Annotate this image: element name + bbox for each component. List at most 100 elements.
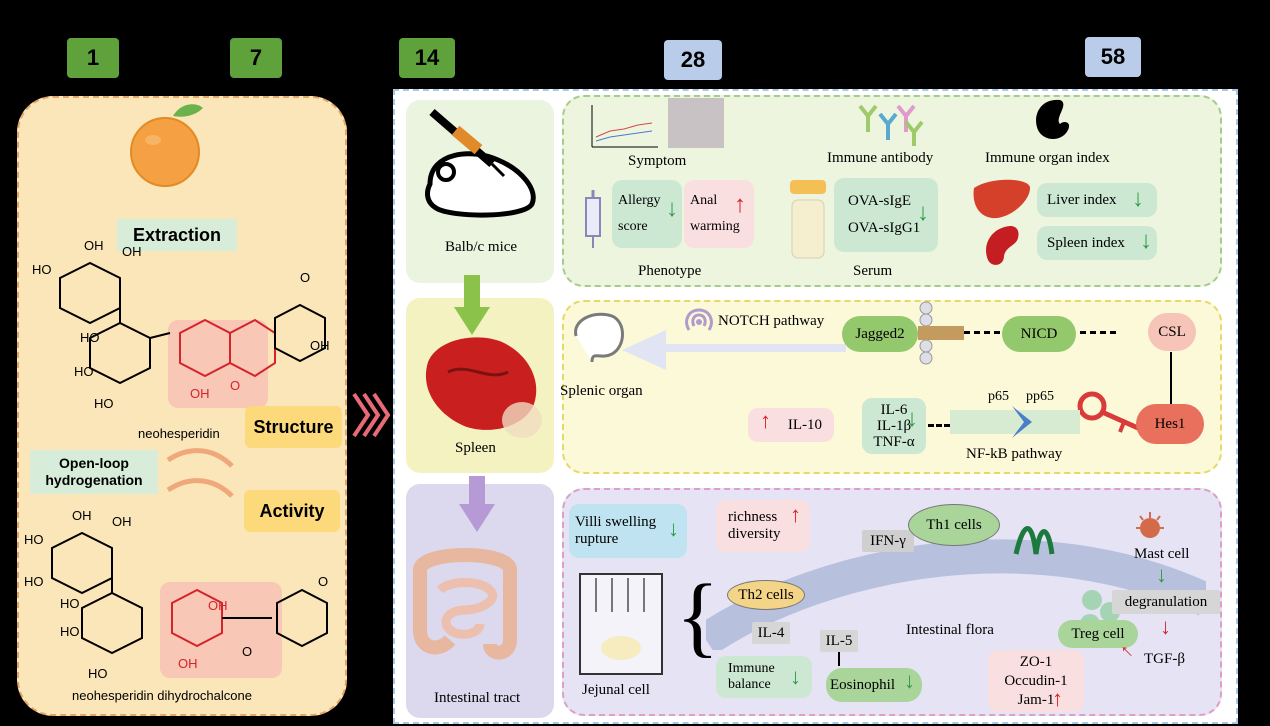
arrow-down-allergy: ↓ xyxy=(666,196,678,222)
rupture-label: rupture xyxy=(575,531,619,547)
svg-text:O: O xyxy=(242,644,252,659)
th2-cells-node: Th2 cells xyxy=(727,580,805,610)
th1-cells-node: Th1 cells xyxy=(908,504,1000,546)
svg-text:O: O xyxy=(300,270,310,285)
neohesperidin-dihydrochalcone-structure: HO OH OH HO HO HO HO OH OH O O xyxy=(24,508,328,681)
arrow-up-anal: ↑ xyxy=(734,192,746,218)
spleen-icon xyxy=(425,337,542,438)
svg-text:HO: HO xyxy=(80,330,100,345)
arrow-down-mast: ↓ xyxy=(1156,562,1167,587)
occludin-label: Occudin-1 xyxy=(1004,672,1068,689)
svg-text:OH: OH xyxy=(112,514,132,529)
antibody-icon xyxy=(858,104,924,146)
arrow-up-richness: ↑ xyxy=(790,502,801,527)
mouse-syringe-icon xyxy=(425,108,536,218)
p65-label: p65 xyxy=(988,389,1009,404)
balance-label: balance xyxy=(728,677,771,692)
symptom-label: Symptom xyxy=(628,153,687,169)
tight-junction-box: ZO-1 Occudin-1 Jam-1 xyxy=(988,650,1084,712)
structure-label: Structure xyxy=(245,406,342,448)
degranulation-label: degranulation xyxy=(1112,590,1220,614)
spleen-index-box: Spleen index xyxy=(1037,226,1157,260)
diversity-label: diversity xyxy=(728,526,781,542)
svg-text:O: O xyxy=(230,378,240,393)
svg-text:HO: HO xyxy=(74,364,94,379)
svg-text:HO: HO xyxy=(32,262,52,277)
il4-label: IL-4 xyxy=(752,622,790,644)
day-badge-7: 7 xyxy=(230,38,282,78)
anal-warming-box: Anal warming xyxy=(684,180,754,248)
curved-arrows-icon xyxy=(166,448,234,498)
signal-icon xyxy=(685,308,713,331)
phenotype-label: Phenotype xyxy=(638,263,702,279)
liver-icon xyxy=(973,179,1030,219)
day-badge-28: 28 xyxy=(664,40,722,80)
svg-text:HO: HO xyxy=(94,396,114,411)
warming-label: warming xyxy=(690,219,740,234)
villi-box: Villi swelling rupture xyxy=(569,504,687,558)
csl-node: CSL xyxy=(1148,313,1196,351)
serum-tube-icon xyxy=(790,180,826,259)
svg-text:OH: OH xyxy=(122,244,142,259)
anal-label: Anal xyxy=(690,193,718,208)
allergy-score-box: Allergy score xyxy=(612,180,682,248)
eosinophil-node: Eosinophil xyxy=(826,668,922,702)
arrow-down-liver: ↓ xyxy=(1132,186,1144,212)
ifng-label: IFN-γ xyxy=(862,530,914,552)
richness-box: richness diversity xyxy=(716,500,810,552)
il1b-label: IL-1β xyxy=(876,418,912,434)
ova-box: OVA-sIgE OVA-sIgG1 xyxy=(834,178,938,252)
intestinal-flora-label: Intestinal flora xyxy=(906,622,994,638)
brace: { xyxy=(676,567,720,666)
pp65-label: pp65 xyxy=(1026,389,1054,404)
score-label: score xyxy=(618,219,648,234)
svg-text:OH: OH xyxy=(84,238,104,253)
il6-label: IL-6 xyxy=(880,402,908,418)
jejunal-cell-icon xyxy=(579,573,663,675)
tgfb-label: TGF-β xyxy=(1144,651,1185,667)
activity-label: Activity xyxy=(244,490,340,532)
svg-text:OH: OH xyxy=(178,656,198,671)
arrow-down-villi: ↓ xyxy=(668,516,679,541)
splenic-organ-label: Splenic organ xyxy=(560,383,643,399)
neohesperidin-structure: HO OH OH HO HO HO OH O OH O xyxy=(32,238,330,411)
jam1-label: Jam-1 xyxy=(1017,691,1055,708)
mast-cell-icon xyxy=(1136,512,1164,538)
svg-text:OH: OH xyxy=(72,508,92,523)
membrane-icon xyxy=(950,406,1080,438)
svg-text:OH: OH xyxy=(190,386,210,401)
spleen-label: Spleen xyxy=(455,440,496,456)
immune-organ-index-label: Immune organ index xyxy=(985,150,1110,166)
ova-sigg1-label: OVA-sIgG1 xyxy=(848,220,921,236)
svg-text:OH: OH xyxy=(208,598,228,613)
mouse-photo xyxy=(668,98,724,148)
villi-label: Villi swelling xyxy=(575,514,657,530)
jejunal-cell-label: Jejunal cell xyxy=(582,682,650,698)
compound2-label: neohesperidin dihydrochalcone xyxy=(72,688,252,703)
arrow-down-immune: ↓ xyxy=(790,664,801,689)
symptom-chart-icon xyxy=(591,105,658,148)
svg-text:HO: HO xyxy=(24,532,44,547)
immune-label: Immune xyxy=(728,661,775,676)
compound1-label: neohesperidin xyxy=(138,426,220,441)
day-badge-14: 14 xyxy=(399,38,455,78)
arrow-down-degranulation: ↓ xyxy=(1160,614,1171,639)
cytokines-box: IL-6 IL-1β TNF-α xyxy=(862,398,926,454)
zo1-label: ZO-1 xyxy=(1019,653,1053,670)
arrow-up-junction: ↑ xyxy=(1052,686,1063,711)
intestine-icon xyxy=(413,548,517,660)
arrow-down-eosinophil: ↓ xyxy=(904,668,915,693)
il5-arrow xyxy=(838,652,840,666)
receptor-icon xyxy=(918,301,964,365)
dashed-arrow-1 xyxy=(964,331,1000,334)
kidney-icon xyxy=(1036,99,1070,139)
svg-text:O: O xyxy=(318,574,328,589)
intestine-label: Intestinal tract xyxy=(434,690,521,706)
key-icon xyxy=(1077,391,1140,433)
richness-label: richness xyxy=(728,509,778,525)
day-badge-58: 58 xyxy=(1085,37,1141,77)
serum-label: Serum xyxy=(853,263,893,279)
dashed-arrow-2 xyxy=(1080,331,1116,334)
immune-antibody-label: Immune antibody xyxy=(827,150,934,166)
svg-text:HO: HO xyxy=(60,624,80,639)
